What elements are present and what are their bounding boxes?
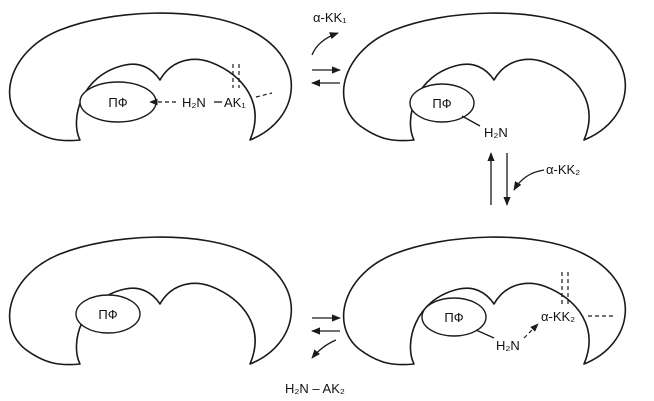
- pf-label: ПФ: [108, 95, 127, 110]
- pf-cofactor: [75, 294, 141, 334]
- enzyme-panel-top-left: ПФ H₂N AK₁: [8, 12, 293, 142]
- pf-label: ПФ: [444, 310, 463, 325]
- enzyme-outline: [8, 236, 293, 366]
- bond-line: [475, 329, 495, 339]
- release-arrow: [311, 32, 339, 56]
- a-kk1-label: α-KK₁: [313, 10, 347, 25]
- substrate-entry-arrow: [513, 169, 545, 191]
- equilibrium-top: α-KK₁: [311, 10, 347, 87]
- h2n-label: H₂N: [182, 95, 206, 110]
- enzyme-outline: [342, 12, 627, 142]
- ak1-label: AK₁: [224, 95, 246, 110]
- dashed-arrow: [523, 323, 539, 339]
- a-kk2-label: α-KK₂: [541, 309, 575, 324]
- a-kk2-label: α-KK₂: [546, 162, 580, 177]
- pf-label: ПФ: [98, 307, 117, 322]
- pf-cofactor: [421, 297, 487, 337]
- equilibrium-bottom: H₂N – AK₂: [285, 314, 345, 396]
- enzyme-panel-bottom-right: ПФ H₂N α-KK₂: [342, 236, 627, 366]
- enzyme-panel-top-right: ПФ H₂N: [342, 12, 627, 142]
- h2n-label: H₂N: [484, 125, 508, 140]
- enzyme-outline: [8, 12, 293, 142]
- pf-label: ПФ: [432, 96, 451, 111]
- equilibrium-vertical: α-KK₂: [487, 152, 580, 206]
- binding-dash: [255, 92, 273, 98]
- enzyme-panel-bottom-left: ПФ: [8, 236, 293, 366]
- pf-cofactor: [409, 83, 475, 123]
- enzyme-outline: [342, 236, 627, 366]
- h2n-label: H₂N: [496, 338, 520, 353]
- product-release-arrow: [311, 339, 337, 359]
- bond-line: [461, 115, 481, 127]
- h2n-ak2-label: H₂N – AK₂: [285, 381, 345, 396]
